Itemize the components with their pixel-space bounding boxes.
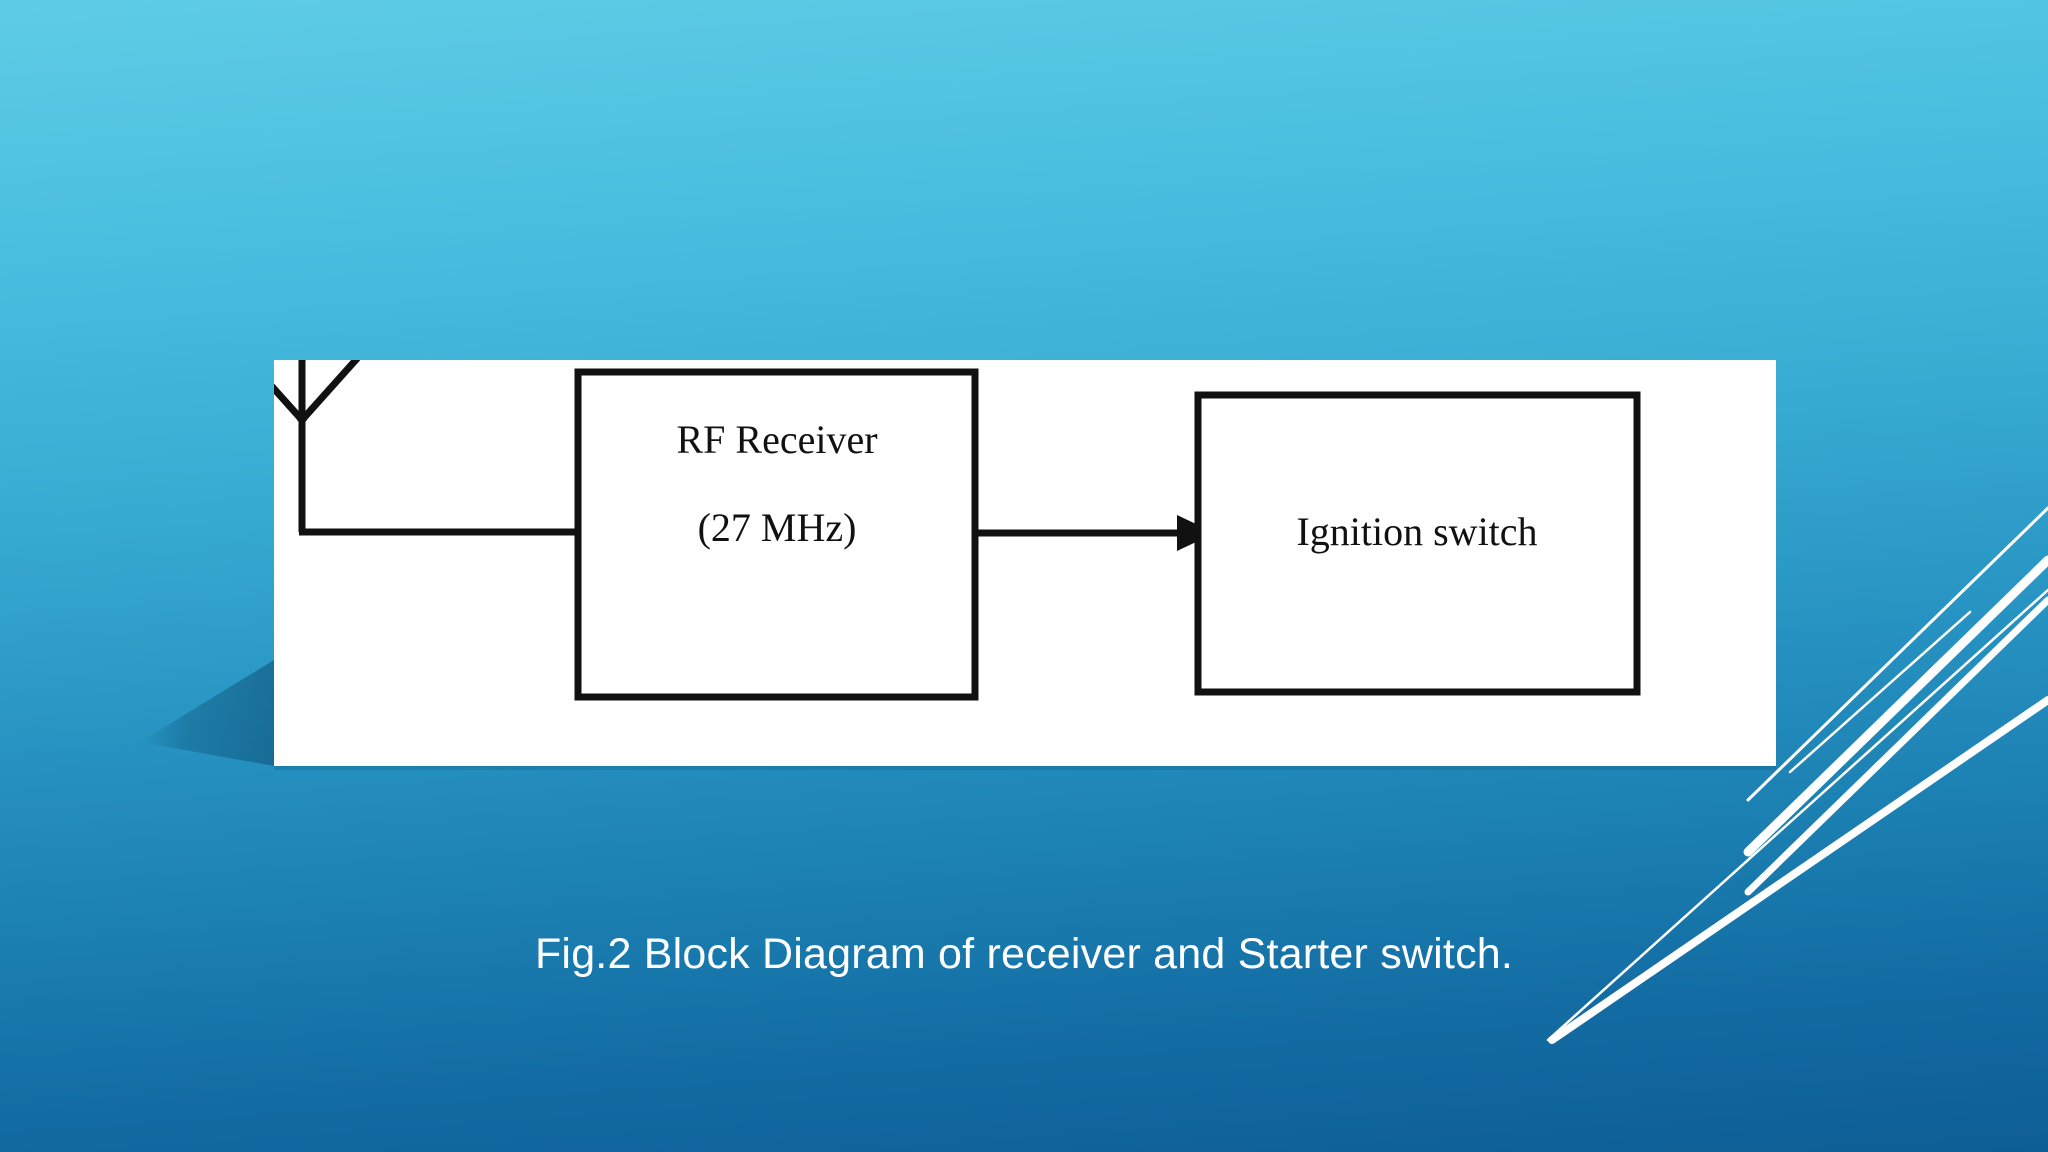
rf-receiver-box [574, 368, 979, 701]
rf-receiver-label-line1: RF Receiver [676, 417, 877, 462]
decor-line-thin-1 [1746, 506, 2048, 802]
decor-line-thick-2 [1744, 596, 2048, 896]
ignition-switch-box [1194, 391, 1641, 696]
shadow-wedge [140, 660, 274, 766]
block-ignition-switch[interactable]: Ignition switch [1194, 391, 1641, 696]
antenna-feed-line [298, 486, 579, 536]
figure-caption: Fig.2 Block Diagram of receiver and Star… [534, 930, 1514, 978]
connector-arrow-rf-to-ignition [975, 515, 1215, 551]
decor-line-thick-1 [1743, 555, 2048, 857]
decor-line-thin-3 [1788, 610, 1972, 774]
rf-receiver-label-line2: (27 MHz) [698, 505, 857, 550]
diagram-panel: RF Receiver (27 MHz) Ignition switch [274, 360, 1776, 766]
block-rf-receiver[interactable]: RF Receiver (27 MHz) [574, 368, 979, 701]
antenna-arm-left [274, 383, 307, 425]
antenna-arm-right [297, 360, 361, 425]
block-diagram: RF Receiver (27 MHz) Ignition switch [274, 360, 1641, 701]
ignition-switch-label: Ignition switch [1296, 509, 1537, 554]
antenna-icon [274, 360, 361, 494]
